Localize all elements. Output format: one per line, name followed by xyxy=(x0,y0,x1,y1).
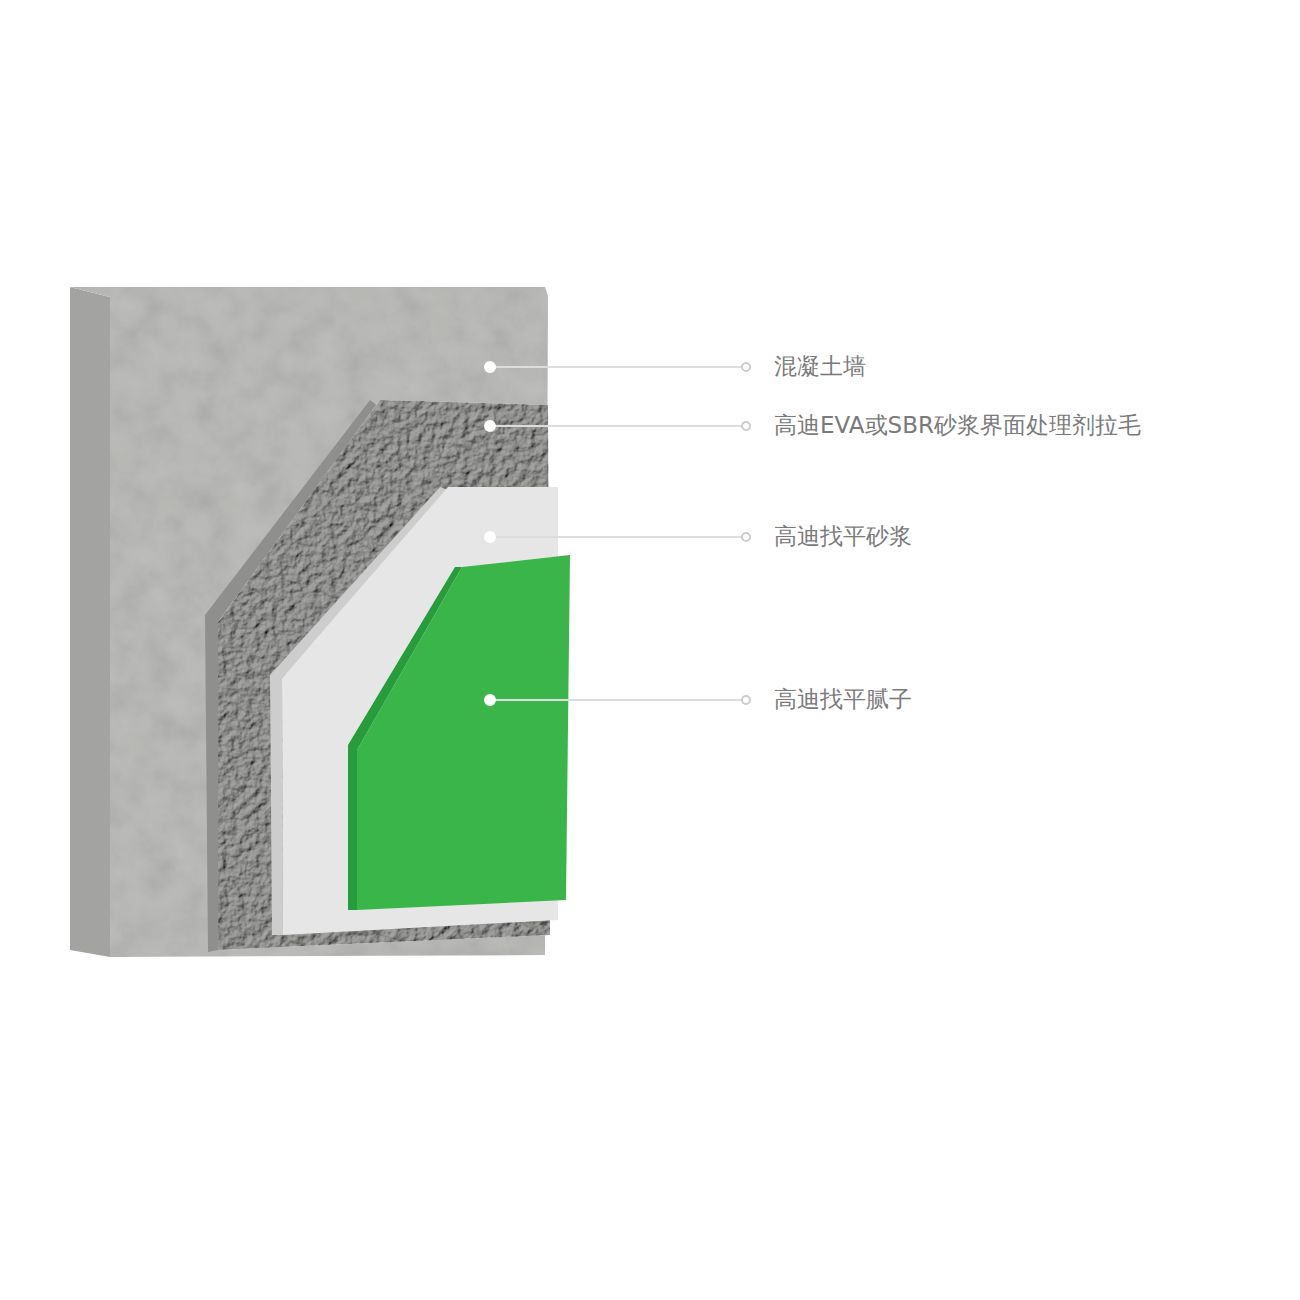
layer-label: 混凝土墙 xyxy=(772,353,868,381)
layer-label: 高迪找平腻子 xyxy=(772,686,914,714)
layer-label: 高迪EVA或SBR砂浆界面处理剂拉毛 xyxy=(772,412,1143,440)
putty-layer xyxy=(357,555,570,910)
wall-side xyxy=(70,287,110,957)
layer-label: 高迪找平砂浆 xyxy=(772,523,914,551)
leader-lines xyxy=(485,362,750,705)
